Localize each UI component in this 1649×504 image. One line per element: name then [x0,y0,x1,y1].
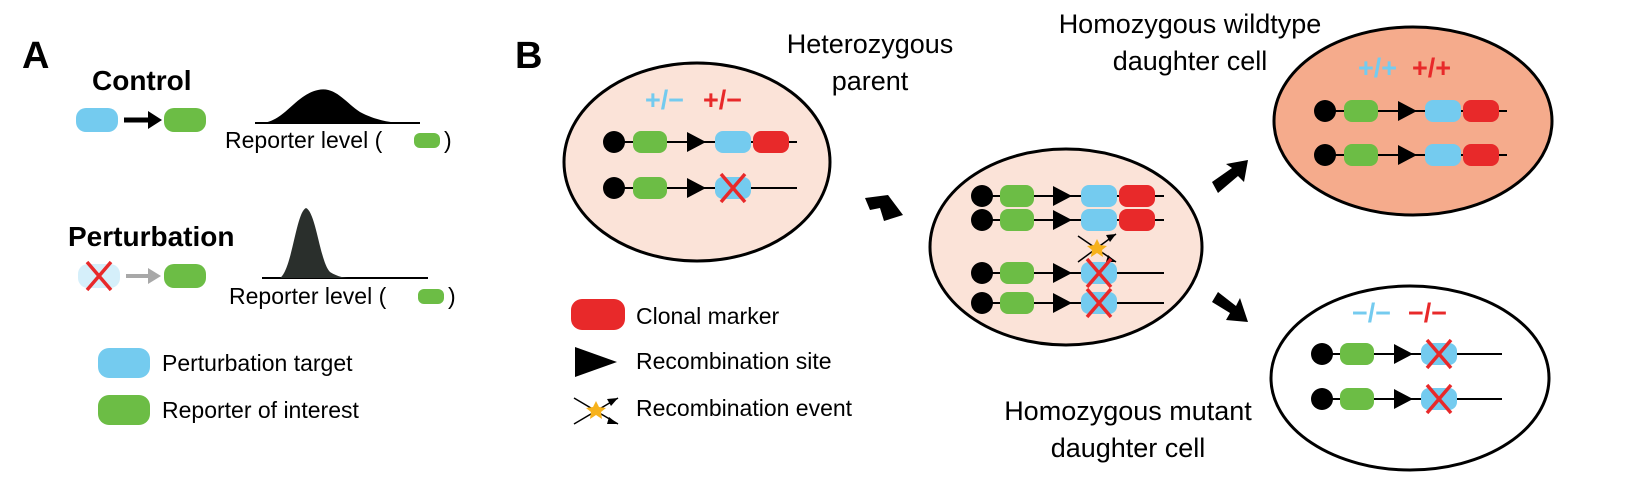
parent-chromosome-1 [603,131,797,153]
legend-recombination-event-icon [573,397,619,425]
legend-target-label: Perturbation target [162,350,353,376]
wildtype-chromosome-1 [1314,100,1507,122]
dividing-chromosome-1 [971,185,1164,207]
mutant-genotype-red: −/− [1408,298,1447,328]
mutant-title-line2: daughter cell [1051,433,1206,463]
parent-title-line1: Heterozygous [787,29,954,59]
mutant-chromosome-1 [1311,338,1502,370]
control-title: Control [92,65,192,96]
wildtype-genotype-red: +/+ [1412,53,1451,83]
wildtype-title-line2: daughter cell [1113,46,1268,76]
legend-clonal-pill [571,299,625,330]
control-arrow-head [148,111,162,129]
control-axis-reporter-pill [414,133,440,148]
panel-a-label: A [22,35,49,77]
parent-genotype-red: +/− [703,85,742,115]
mutant-cell [1269,284,1551,472]
arrow-to-mutant [1212,292,1248,322]
mutant-title-line1: Homozygous mutant [1004,396,1252,426]
wildtype-title-line1: Homozygous wildtype [1059,9,1322,39]
wildtype-chromosome-2 [1314,144,1507,166]
dividing-chromosome-3 [971,257,1164,289]
wildtype-cell [1272,25,1554,217]
panel-b-label: B [515,35,542,77]
legend-clonal-label: Clonal marker [636,303,779,329]
legend-recombination-site-icon [575,347,617,377]
control-distribution [262,89,400,123]
perturbation-axis-label: Reporter level ( [229,283,387,309]
legend-reporter-label: Reporter of interest [162,397,359,423]
perturbation-reporter-pill [164,264,206,288]
perturbation-axis-close: ) [448,283,456,309]
parent-title-line2: parent [832,66,909,96]
mutant-genotype-blue: −/− [1352,298,1391,328]
perturbation-distribution [280,208,350,278]
perturbation-title: Perturbation [68,221,234,252]
legend-target-pill [98,348,150,378]
perturbation-axis-reporter-pill [418,289,444,304]
legend-event-label: Recombination event [636,395,853,421]
wildtype-genotype-blue: +/+ [1358,53,1397,83]
dividing-cell [928,147,1204,347]
control-axis-close: ) [444,127,452,153]
control-axis-label: Reporter level ( [225,127,383,153]
mutant-chromosome-2 [1311,383,1502,415]
dividing-chromosome-4 [971,287,1164,319]
parent-chromosome-2 [603,172,797,204]
legend-reporter-pill [98,395,150,425]
parent-cell [562,61,832,263]
arrow-parent-to-dividing [865,195,903,221]
control-reporter-pill [164,108,206,132]
dividing-chromosome-2 [971,209,1164,231]
arrow-to-wildtype [1212,160,1248,193]
recombination-event-icon [1077,233,1117,263]
parent-genotype-blue: +/− [645,85,684,115]
legend-site-label: Recombination site [636,348,832,374]
control-target-pill [76,108,118,132]
perturbation-arrow-head [148,268,161,284]
